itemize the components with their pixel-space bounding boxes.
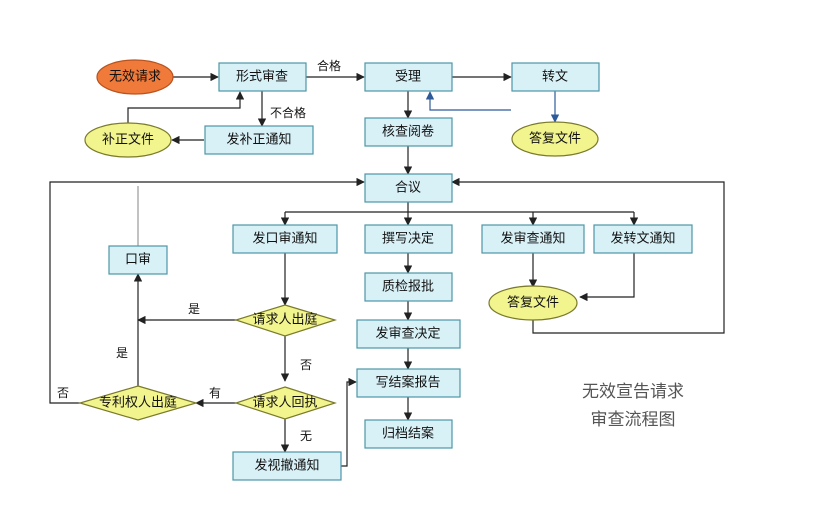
box-draft-decision bbox=[364, 224, 453, 254]
text-transfer: 转文 bbox=[542, 70, 568, 85]
text-transfer-notice: 发转文通知 bbox=[610, 231, 675, 247]
box-formal-review bbox=[218, 62, 307, 92]
label-yes-requester: 是 bbox=[188, 302, 200, 316]
ellipse-reply-top bbox=[511, 121, 599, 157]
box-write-report bbox=[356, 368, 461, 398]
feedback-connectors bbox=[425, 91, 560, 123]
label-pass: 合格 bbox=[317, 58, 341, 73]
edge-transfer-notice-reply bbox=[579, 253, 635, 302]
text-issue-decision: 发审查决定 bbox=[375, 326, 440, 342]
text-correction-notice: 发补正通知 bbox=[226, 132, 291, 148]
label-fail: 不合格 bbox=[270, 105, 306, 120]
edge-reply-collegial bbox=[451, 177, 725, 334]
text-oral-review: 口审 bbox=[125, 253, 151, 268]
edge-supplement-formal bbox=[127, 91, 245, 124]
ellipse-reply-mid bbox=[488, 285, 578, 321]
label-no-patentee: 否 bbox=[57, 386, 69, 400]
diamond-requester-appear bbox=[234, 304, 338, 337]
ellipse-start bbox=[96, 59, 174, 95]
box-collegial bbox=[364, 173, 453, 203]
text-requester-withdraw: 请求人回执 bbox=[252, 396, 317, 411]
text-review-notice: 发审查通知 bbox=[500, 231, 565, 247]
text-reply-top: 答复文件 bbox=[529, 131, 581, 147]
box-transfer bbox=[511, 62, 600, 92]
box-quality-check bbox=[364, 272, 453, 302]
text-reply-mid: 答复文件 bbox=[507, 295, 559, 311]
text-formal-review: 形式审查 bbox=[236, 70, 288, 85]
edge-labels: 合格 不合格 是 是 否 否 有 无 bbox=[57, 58, 341, 443]
edge-patentee-no bbox=[49, 177, 365, 404]
diamond-patentee-appear bbox=[77, 385, 199, 421]
text-write-report: 写结案报告 bbox=[375, 376, 440, 391]
edge-withdraw-report bbox=[341, 377, 357, 467]
connectors bbox=[49, 72, 725, 467]
label-yes-patentee: 是 bbox=[116, 346, 128, 360]
process-boxes bbox=[108, 62, 693, 481]
text-archive: 归档结案 bbox=[382, 427, 434, 442]
text-draft-decision: 撰写决定 bbox=[382, 232, 434, 247]
box-transfer-notice bbox=[593, 224, 693, 254]
caption-line-1: 无效宣告请求 bbox=[582, 382, 684, 402]
ellipse-supplement bbox=[84, 122, 172, 158]
text-collegial: 合议 bbox=[395, 181, 421, 196]
node-labels: 无效请求 形式审查 受理 转文 补正文件 发补正通知 答复文件 核查阅卷 合议 … bbox=[99, 70, 676, 474]
caption-line-2: 审查流程图 bbox=[590, 410, 676, 430]
text-supplement: 补正文件 bbox=[102, 133, 154, 148]
box-accept bbox=[364, 62, 453, 92]
box-review-notice bbox=[481, 224, 585, 254]
box-oral-notice bbox=[232, 224, 338, 254]
box-correction-notice bbox=[204, 125, 314, 155]
text-requester-appear: 请求人出庭 bbox=[252, 312, 317, 328]
label-has: 有 bbox=[209, 386, 221, 400]
text-quality-check: 质检报批 bbox=[382, 280, 434, 295]
terminals bbox=[84, 59, 599, 321]
text-accept: 受理 bbox=[395, 70, 421, 85]
box-withdraw-notice bbox=[232, 451, 342, 481]
label-none: 无 bbox=[300, 429, 312, 443]
text-patentee-appear: 专利权人出庭 bbox=[99, 395, 177, 411]
decisions bbox=[77, 304, 338, 421]
text-start: 无效请求 bbox=[109, 70, 161, 85]
box-archive bbox=[364, 419, 453, 449]
text-withdraw-notice: 发视撤通知 bbox=[254, 458, 319, 474]
label-no-requester: 否 bbox=[300, 358, 312, 372]
text-check-file: 核查阅卷 bbox=[382, 124, 434, 140]
diamond-requester-withdraw bbox=[234, 386, 337, 420]
edge-reply-accept bbox=[425, 91, 511, 111]
text-oral-notice: 发口审通知 bbox=[252, 231, 317, 247]
diagram-caption: 无效宣告请求 审查流程图 bbox=[568, 378, 698, 434]
box-issue-decision bbox=[356, 319, 461, 349]
box-oral-review bbox=[108, 245, 168, 275]
box-check-file bbox=[364, 117, 453, 147]
